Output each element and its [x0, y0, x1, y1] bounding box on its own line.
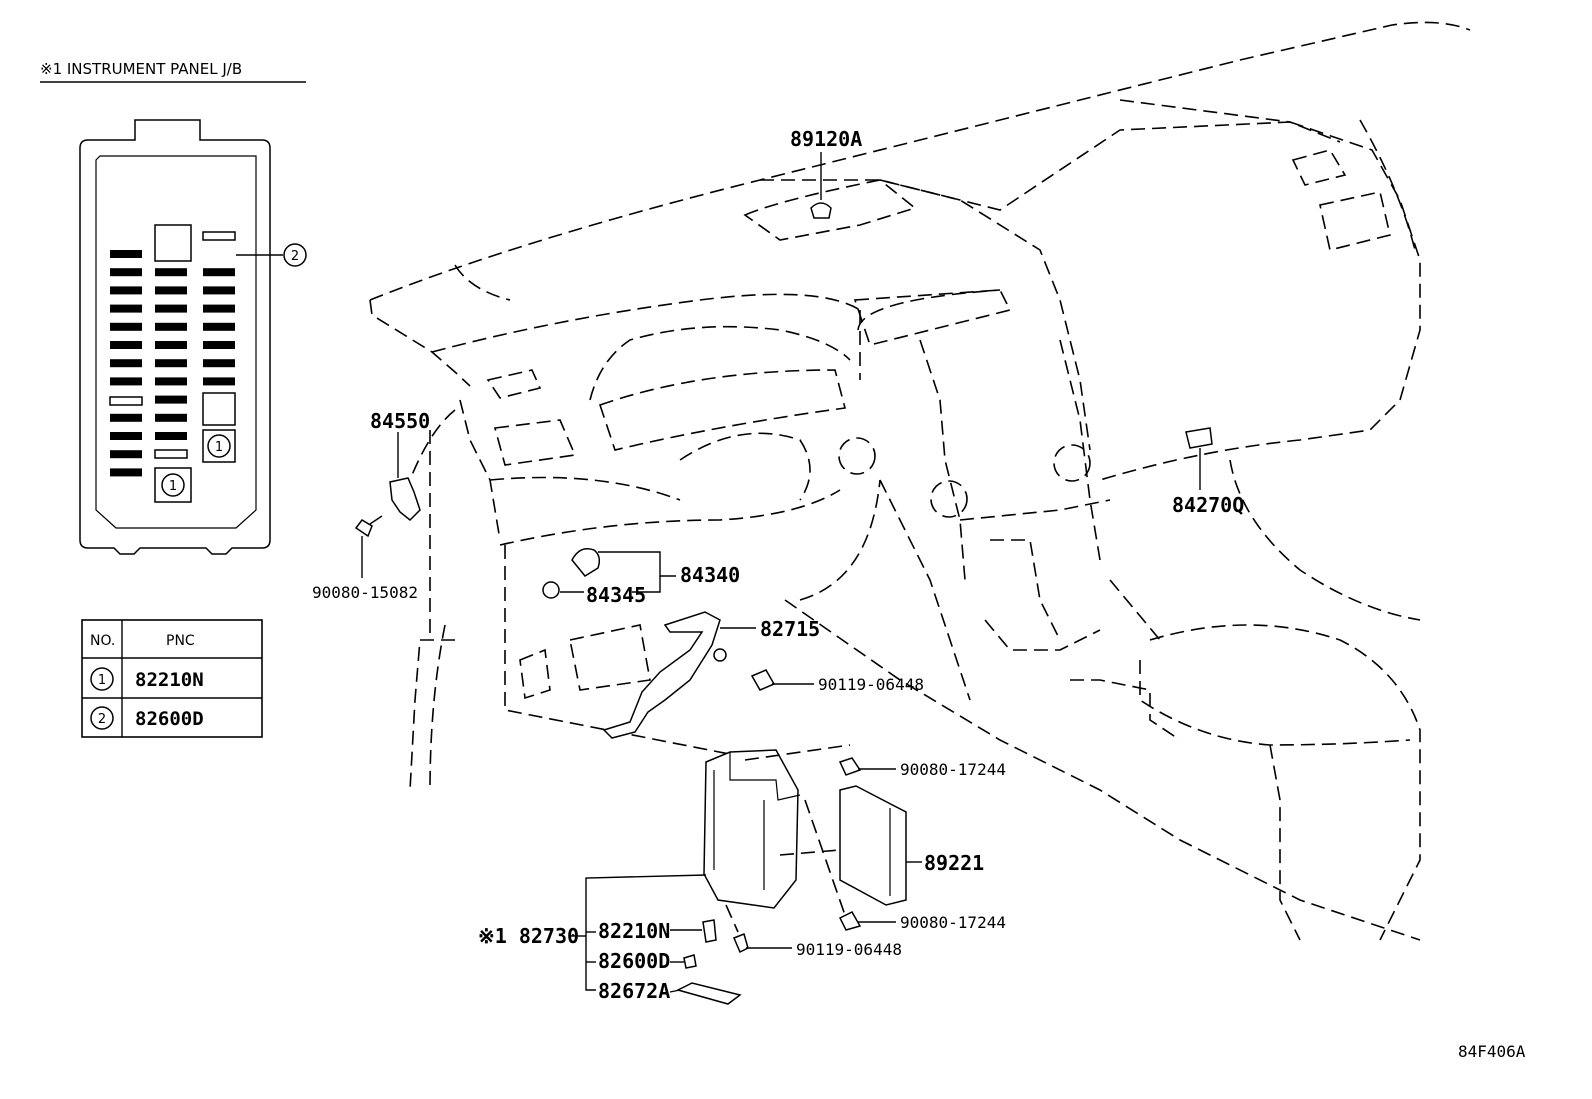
- fuse-slot: [110, 250, 142, 258]
- fuse-slot: [110, 413, 142, 422]
- jb-callout-1-lower: 1: [169, 479, 177, 494]
- part-switch-84340: [542, 548, 676, 599]
- part-cover-82672A: [669, 982, 742, 1005]
- fuse-slot: [110, 359, 142, 368]
- label-82210N: 82210N: [598, 919, 670, 943]
- junction-block-illustration: 1 1 2: [79, 119, 307, 555]
- jb-callout-1-upper: 1: [215, 440, 223, 455]
- part-switch-84270Q: [1185, 427, 1213, 490]
- label-90080-15082: 90080-15082: [312, 583, 418, 602]
- fuse-slot: [203, 286, 235, 295]
- part-ecu-82730: [570, 749, 801, 991]
- fuse-slot: [155, 322, 187, 331]
- part-bracket-82715: [602, 611, 814, 739]
- table-header-no: NO.: [90, 633, 115, 649]
- fuse-slot: [110, 286, 142, 295]
- fuse-slot: [203, 268, 235, 277]
- fuse-slot: [110, 304, 142, 313]
- part-clip-89120A: [810, 152, 832, 219]
- label-89120A: 89120A: [790, 127, 862, 151]
- fuse-slot: [155, 432, 187, 440]
- label-90080-17244-lower: 90080-17244: [900, 913, 1006, 932]
- figure-code: 84F406A: [1458, 1042, 1526, 1061]
- jb-callout-2: 2: [291, 249, 299, 264]
- part-small-82600D: [670, 954, 697, 969]
- fuse-grid: [110, 250, 235, 477]
- fuse-slot: [155, 268, 187, 277]
- pnc-table: NO. PNC 1 82210N 2 82600D: [81, 619, 263, 738]
- fuse-slot: [155, 359, 187, 368]
- label-90119-06448-upper: 90119-06448: [818, 675, 924, 694]
- fuse-slot: [155, 395, 187, 404]
- label-89221: 89221: [924, 851, 984, 875]
- instrument-panel-outline: [369, 21, 1471, 941]
- table-row-2-no: 2: [98, 712, 106, 727]
- part-small-82210N: [670, 919, 717, 943]
- fuse-slot: [110, 268, 142, 277]
- label-82715: 82715: [760, 617, 820, 641]
- fuse-slot: [110, 341, 142, 349]
- part-clips-90080-17244: [804, 757, 896, 931]
- fuse-slot: [110, 468, 142, 477]
- fuse-slot: [110, 377, 142, 386]
- label-82600D: 82600D: [598, 949, 670, 973]
- part-bracket-84550: [354, 432, 421, 578]
- fuse-slot: [203, 359, 235, 368]
- fuse-slot: [155, 341, 187, 349]
- table-row-2-pnc: 82600D: [135, 708, 204, 730]
- fuse-slot: [203, 304, 235, 313]
- fuse-slot: [155, 286, 187, 295]
- label-90080-17244-upper: 90080-17244: [900, 760, 1006, 779]
- fuse-slot: [203, 341, 235, 349]
- label-90119-06448-lower: 90119-06448: [796, 940, 902, 959]
- table-row-1-pnc: 82210N: [135, 669, 204, 691]
- fuse-slot: [155, 413, 187, 422]
- part-bolt-90119-06448-lower: [725, 904, 792, 954]
- table-header-pnc: PNC: [166, 633, 195, 649]
- label-84270Q: 84270Q: [1172, 493, 1244, 517]
- fuse-slot: [155, 304, 187, 313]
- fuse-slot: [155, 377, 187, 386]
- part-ecu-89221: [744, 744, 922, 906]
- panel-title: ※1 INSTRUMENT PANEL J/B: [40, 60, 242, 78]
- fuse-slot: [110, 450, 142, 459]
- label-84550: 84550: [370, 409, 430, 433]
- fuse-slot: [110, 322, 142, 331]
- fuse-slot: [110, 432, 142, 440]
- table-row-1-no: 1: [98, 673, 106, 688]
- fuse-slot: [203, 322, 235, 331]
- label-82730: ※1 82730: [478, 924, 579, 948]
- label-84340: 84340: [680, 563, 740, 587]
- label-82672A: 82672A: [598, 979, 670, 1003]
- label-84345: 84345: [586, 583, 646, 607]
- fuse-slot: [203, 377, 235, 386]
